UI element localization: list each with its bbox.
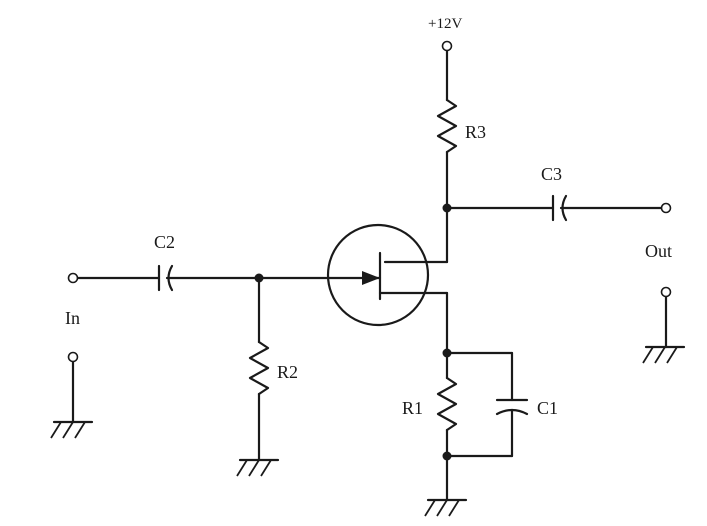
r2-label: R2 [277,362,298,382]
r3-label: R3 [465,122,486,142]
gate-arrow-icon [362,271,380,285]
output-label: Out [645,241,672,261]
output-ground-terminal [660,286,672,298]
output-terminal [660,202,672,214]
jfet-envelope [326,223,430,327]
c2-label: C2 [154,232,175,252]
r3-resistor [436,98,458,154]
output-ground-icon [642,345,686,364]
r1-resistor [436,376,458,432]
r2-resistor [248,340,270,396]
r2-ground-icon [236,458,280,477]
input-label: In [65,308,80,328]
c1-label: C1 [537,398,558,418]
input-ground-terminal [67,351,79,363]
r1-label: R1 [402,398,423,418]
source-ground-icon [424,498,468,517]
c3-label: C3 [541,164,562,184]
supply-terminal [441,40,453,52]
supply-voltage-label: +12V [428,16,462,32]
input-terminal [67,272,79,284]
input-ground-icon [50,420,94,439]
